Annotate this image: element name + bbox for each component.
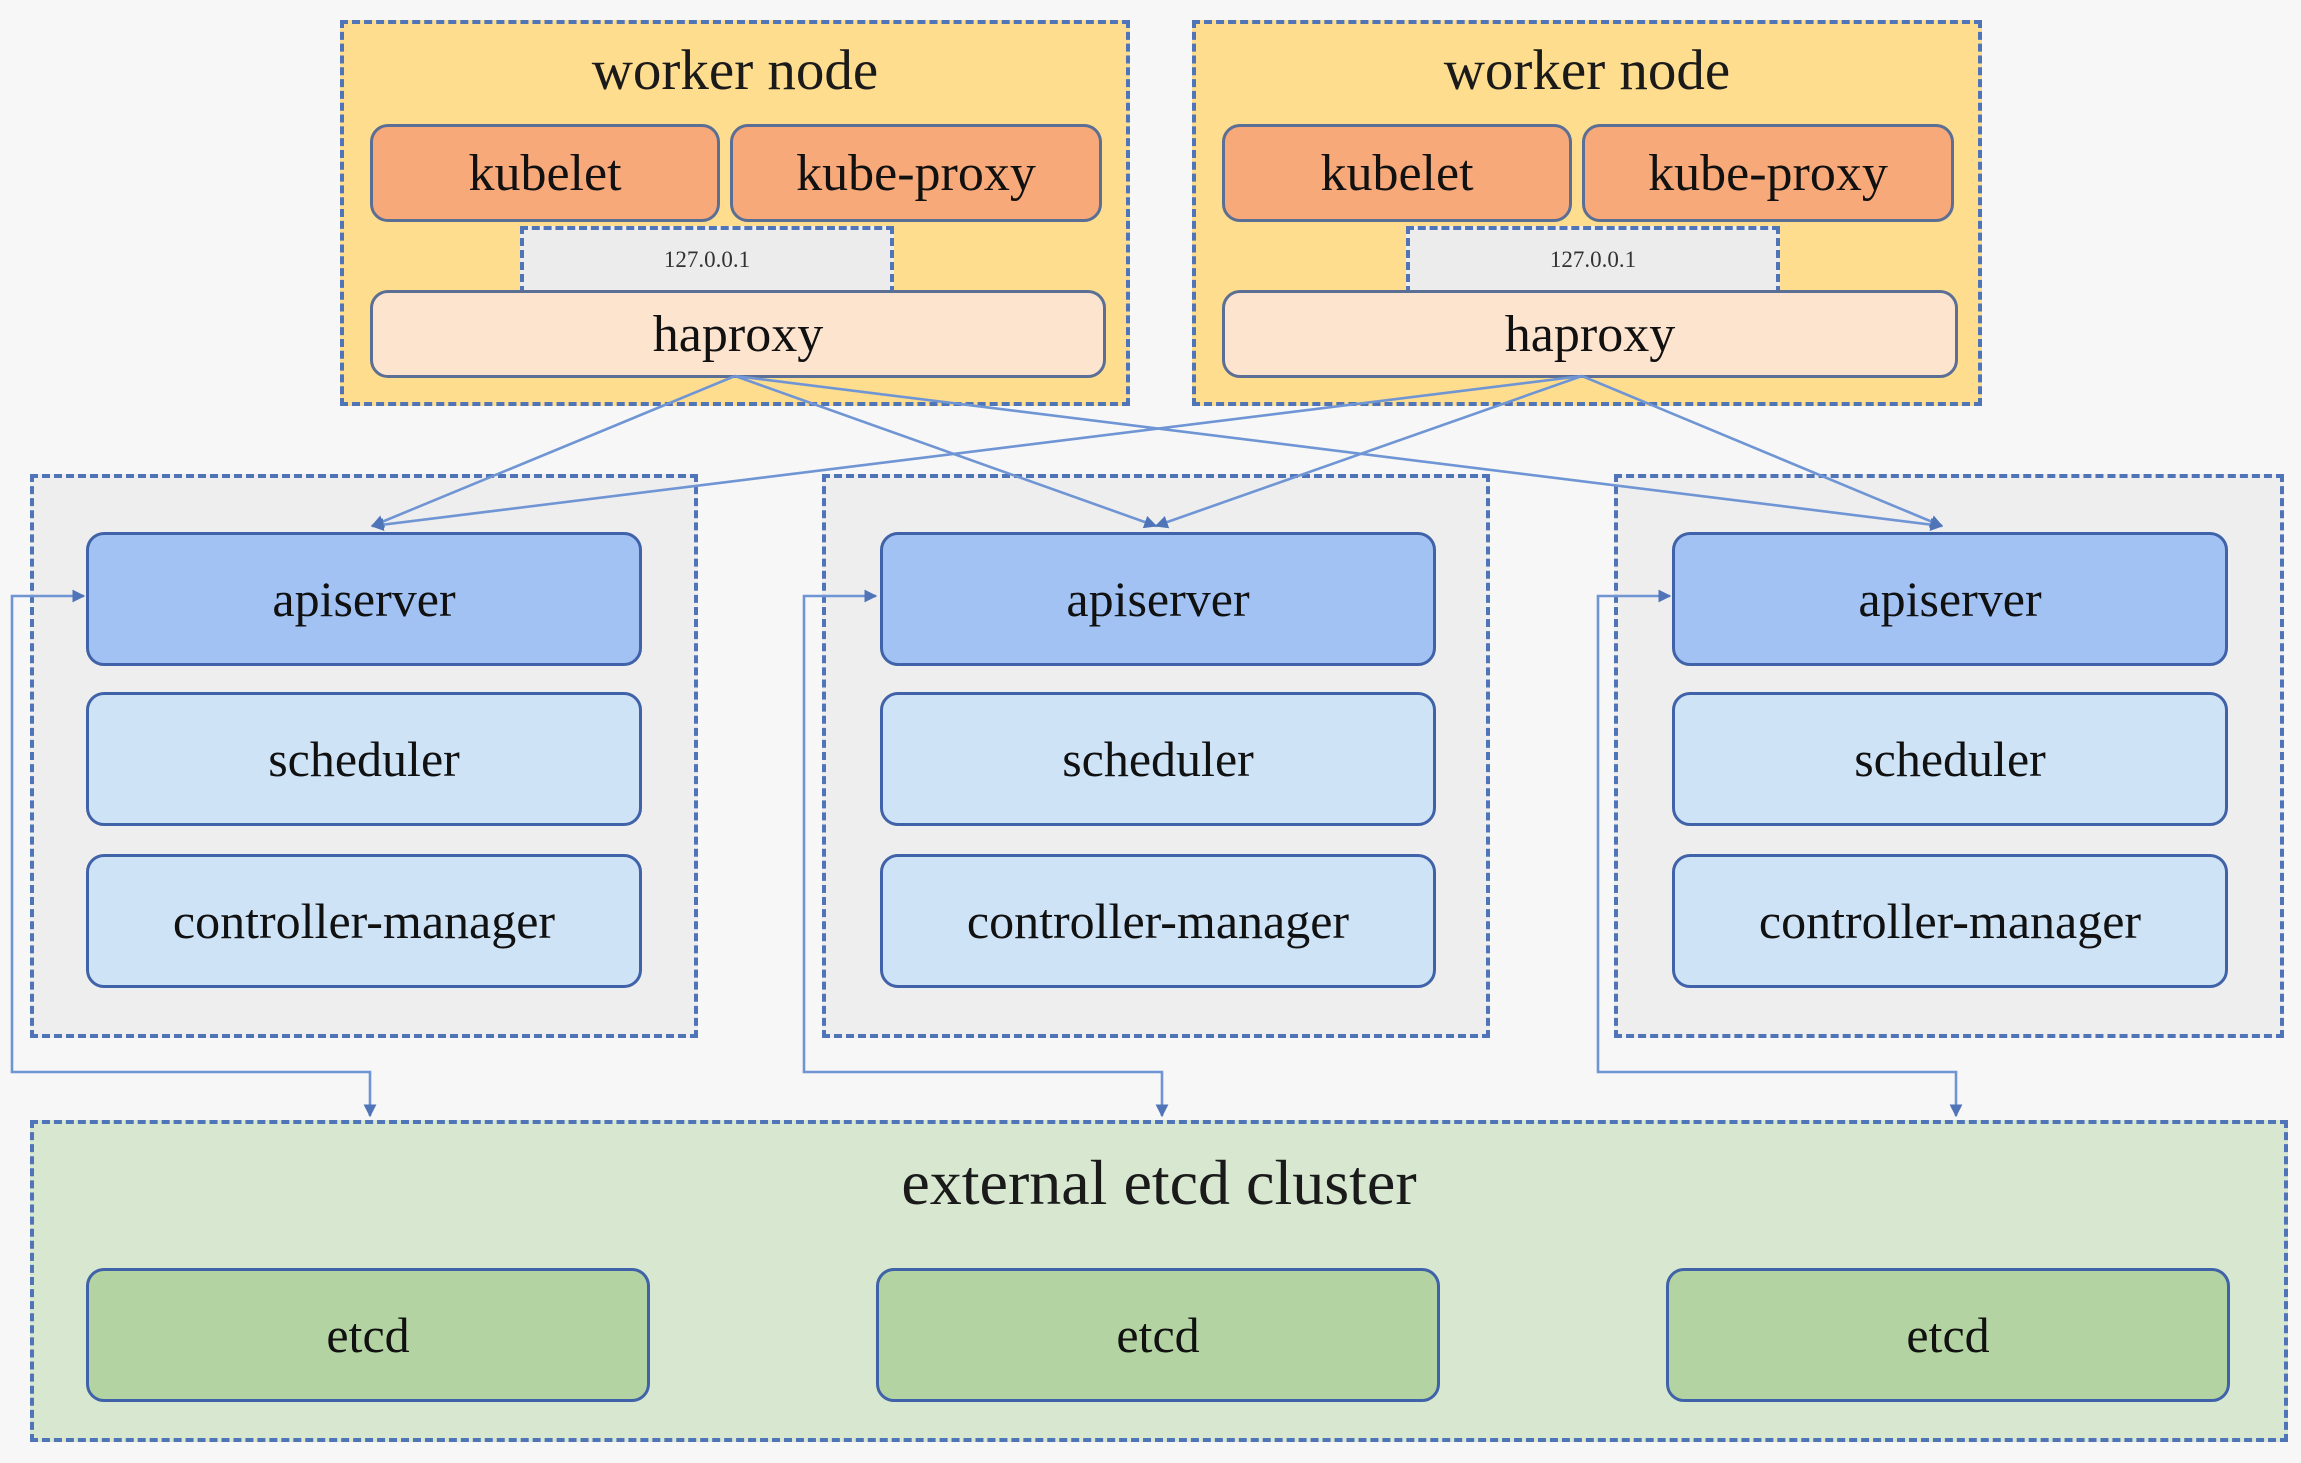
apiserver-box: apiserver: [880, 532, 1436, 666]
controller-manager-box: controller-manager: [86, 854, 642, 988]
worker-node-title: worker node: [591, 39, 879, 102]
controller-manager-box: controller-manager: [1672, 854, 2228, 988]
etcd-box: etcd: [1666, 1268, 2230, 1402]
scheduler-box: scheduler: [880, 692, 1436, 826]
etcd-cluster-title: external etcd cluster: [901, 1147, 1417, 1218]
loopback-address: 127.0.0.1: [520, 226, 894, 294]
worker-node-2: worker node kubelet kube-proxy 127.0.0.1…: [1192, 20, 1982, 406]
controller-manager-box: controller-manager: [880, 854, 1436, 988]
worker-node-1: worker node kubelet kube-proxy 127.0.0.1…: [340, 20, 1130, 406]
kubelet-box: kubelet: [370, 124, 720, 222]
kubelet-box: kubelet: [1222, 124, 1572, 222]
apiserver-box: apiserver: [1672, 532, 2228, 666]
loopback-address: 127.0.0.1: [1406, 226, 1780, 294]
haproxy-box: haproxy: [370, 290, 1106, 378]
haproxy-box: haproxy: [1222, 290, 1958, 378]
scheduler-box: scheduler: [1672, 692, 2228, 826]
apiserver-box: apiserver: [86, 532, 642, 666]
kube-proxy-box: kube-proxy: [1582, 124, 1954, 222]
external-etcd-cluster: external etcd cluster etcd etcd etcd: [30, 1120, 2288, 1442]
etcd-box: etcd: [86, 1268, 650, 1402]
scheduler-box: scheduler: [86, 692, 642, 826]
master-node-3: apiserver scheduler controller-manager: [1614, 474, 2284, 1038]
etcd-box: etcd: [876, 1268, 1440, 1402]
worker-node-title: worker node: [1443, 39, 1731, 102]
master-node-1: apiserver scheduler controller-manager: [30, 474, 698, 1038]
master-node-2: apiserver scheduler controller-manager: [822, 474, 1490, 1038]
kube-proxy-box: kube-proxy: [730, 124, 1102, 222]
